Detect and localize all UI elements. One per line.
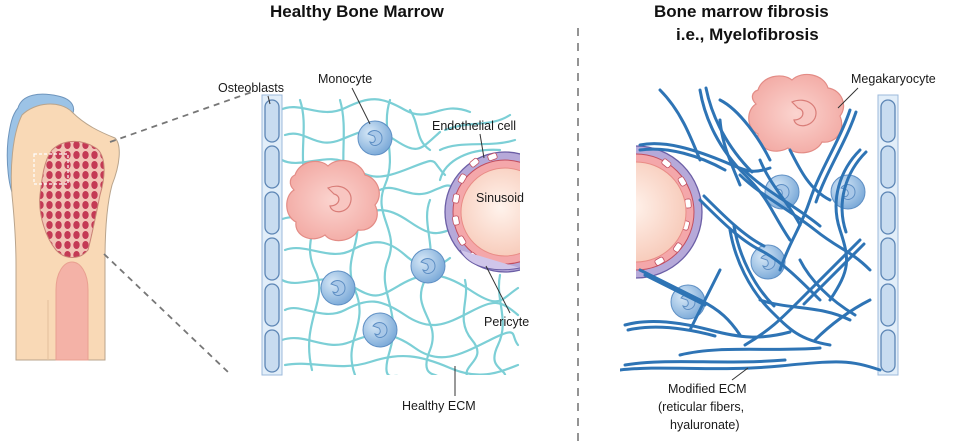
- label-sinusoid: Sinusoid: [476, 191, 524, 205]
- osteoblast-cell: [264, 99, 280, 143]
- leader-endothelial-cell: [479, 133, 485, 159]
- osteoblast-cell: [880, 283, 896, 327]
- title-fibrosis-line1: Bone marrow fibrosis: [654, 2, 829, 21]
- osteoblast-cell: [880, 329, 896, 373]
- label-modified-ecm-line1: Modified ECM: [668, 382, 747, 396]
- label-healthy-ecm: Healthy ECM: [402, 399, 476, 413]
- monocyte-cell: [362, 312, 398, 348]
- osteoblast-cell: [264, 237, 280, 281]
- osteoblast-cell: [264, 145, 280, 189]
- sinusoid-vessel: [444, 151, 520, 273]
- osteoblast-cell: [880, 99, 896, 143]
- leader-megakaryocyte: [837, 87, 859, 109]
- monocyte-cell: [410, 248, 446, 284]
- label-pericyte: Pericyte: [484, 315, 529, 329]
- fibrotic-ecm-fibers: [620, 86, 882, 372]
- zoom-region-box: [33, 153, 69, 185]
- label-modified-ecm-line3: hyaluronate): [670, 418, 740, 432]
- osteoblast-cell: [880, 191, 896, 235]
- osteoblast-cell: [880, 145, 896, 189]
- sinusoid-vessel-fibrotic: [636, 145, 703, 279]
- bone-marrow-region: [39, 141, 105, 258]
- monocyte-cell: [357, 120, 393, 156]
- leader-pericyte: [485, 265, 511, 314]
- label-monocyte: Monocyte: [318, 72, 372, 86]
- title-fibrosis-line2: i.e., Myelofibrosis: [676, 25, 819, 44]
- label-endothelial-cell: Endothelial cell: [432, 119, 516, 133]
- osteoblast-column-fibrotic: [877, 94, 899, 376]
- osteoblast-cell: [264, 283, 280, 327]
- monocyte-cell: [320, 270, 356, 306]
- leader-modified-ecm: [731, 367, 749, 381]
- megakaryocyte-healthy: [286, 159, 380, 242]
- label-modified-ecm-line2: (reticular fibers,: [658, 400, 744, 414]
- bone-medullary-canal: [55, 261, 89, 361]
- fibrosis-panel: Bone marrow fibrosis i.e., Myelofibrosis…: [620, 2, 936, 432]
- healthy-panel: Osteoblasts Monocyte Endothelial cell Si…: [218, 2, 529, 413]
- title-healthy: Healthy Bone Marrow: [270, 2, 445, 21]
- megakaryocyte-fibrotic: [748, 73, 845, 154]
- leader-osteoblasts: [267, 95, 271, 105]
- zoom-lines: [103, 91, 253, 373]
- osteoblast-cell: [264, 329, 280, 373]
- osteoblast-cell: [264, 191, 280, 235]
- label-osteoblasts: Osteoblasts: [218, 81, 284, 95]
- bone-illustration: [6, 93, 120, 361]
- label-megakaryocyte: Megakaryocyte: [851, 72, 936, 86]
- osteoblast-cell: [880, 237, 896, 281]
- osteoblast-column: [261, 94, 283, 376]
- leader-monocyte: [351, 87, 371, 125]
